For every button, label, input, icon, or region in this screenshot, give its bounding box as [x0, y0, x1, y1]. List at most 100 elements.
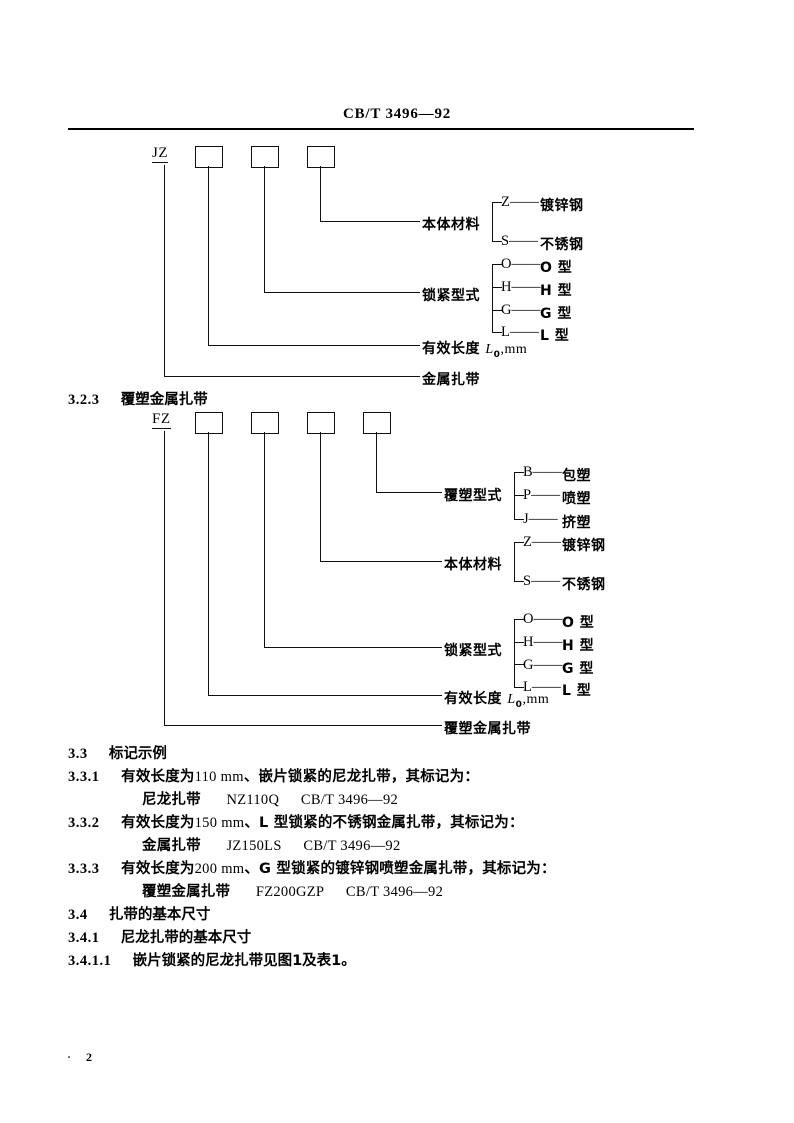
section-341-title: 尼龙扎带的基本尺寸	[120, 930, 252, 946]
section-331-mark-line: 尼龙扎带 NZ110Q CB/T 3496—92	[142, 788, 398, 809]
diagram-fz-branch-2-item-3-text: L 型	[562, 683, 592, 699]
diagram-fz-branch-0-item-1-stem	[514, 495, 524, 496]
leaf-code-text: G	[501, 302, 512, 318]
leaf-code-text: S	[501, 233, 510, 249]
diagram-fz-branch-1-item-0-text: 镀锌钢	[562, 538, 606, 554]
diagram-fz-branch-2-item-1-code: H——	[523, 634, 562, 651]
diagram-jz-leader-0-horizontal	[164, 376, 420, 377]
diagram-jz-plain-branch-0: 有效长度 L0,mm	[422, 338, 527, 360]
diagram-fz-branch-0-item-0-text: 包塑	[562, 468, 591, 484]
diagram-fz-branch-0-item-1-text: 喷塑	[562, 491, 591, 507]
section-333-text-c: 、G 型锁紧的镀锌钢喷塑金属扎带，其标记为：	[244, 861, 556, 877]
diagram-fz-branch-2-bracket	[514, 619, 515, 687]
diagram-jz-branch-1-item-2-code: G——	[501, 302, 540, 319]
diagram-jz-branch-0-item-0-text: 镀锌钢	[540, 198, 584, 214]
diagram-fz-leader-2-horizontal	[264, 647, 442, 648]
section-332-text-c: 、L 型锁紧的不锈钢金属扎带，其标记为：	[244, 815, 524, 831]
leaf-code-text: J	[523, 511, 529, 527]
diagram-fz-branch-2-item-3-stem	[514, 687, 524, 688]
section-333-mark-code: FZ200GZP	[255, 884, 325, 900]
section-333-mark-name: 覆塑金属扎带	[142, 884, 231, 900]
section-333-text-a: 有效长度为	[121, 861, 195, 877]
leaf-dash: ——	[532, 464, 562, 480]
leaf-dash: ——	[531, 534, 561, 550]
leaf-code-text: P	[523, 487, 532, 503]
diagram-jz-branch-1-item-0-stem	[492, 264, 502, 265]
section-333-mark-standard: CB/T 3496—92	[345, 884, 444, 900]
leaf-dash: ——	[511, 279, 541, 295]
section-341-number: 3.4.1	[68, 930, 100, 946]
diagram-jz-branch-0-item-1-text: 不锈钢	[540, 237, 584, 253]
diagram-fz-branch-0-item-0-stem	[514, 472, 524, 473]
diagram-fz-branch-2-item-1-stem	[514, 642, 524, 643]
plain-label-post: ,mm	[522, 692, 550, 707]
diagram-fz-branch-2-item-0-stem	[514, 619, 524, 620]
diagram-jz-leader-1-horizontal	[208, 345, 420, 346]
diagram-jz-branch-1-item-3-stem	[492, 332, 502, 333]
diagram-jz-branch-1-label: 锁紧型式	[422, 288, 480, 304]
diagram-jz-code: JZ	[152, 145, 168, 163]
section-331-mark-standard: CB/T 3496—92	[300, 792, 399, 808]
footer-page-number: 2	[86, 1050, 92, 1064]
diagram-jz-branch-1-item-0-code: O——	[501, 256, 540, 273]
plain-label-symbol: L	[507, 692, 516, 707]
leaf-dash: ——	[531, 487, 561, 503]
diagram-jz-branch-1-item-1-text: H 型	[540, 283, 573, 299]
diagram-jz-branch-1-item-1-code: H——	[501, 279, 540, 296]
diagram-fz-box-2	[251, 412, 279, 434]
section-3411-number: 3.4.1.1	[68, 953, 112, 969]
footer-dot	[68, 1056, 70, 1058]
plain-label-pre: 有效长度	[422, 341, 486, 357]
diagram-jz-branch-0-bracket	[492, 202, 493, 241]
diagram-fz-leader-1-vertical	[208, 432, 209, 695]
diagram-fz-branch-0-item-2-text: 挤塑	[562, 515, 591, 531]
diagram-fz-box-4	[363, 412, 391, 434]
diagram-jz-branch-1-item-3-text: L 型	[540, 328, 570, 344]
page-header-standard-number: CB/T 3496—92	[342, 106, 452, 122]
diagram-fz-branch-0-item-1-code: P——	[523, 487, 560, 504]
diagram-fz-leader-2-vertical	[264, 432, 265, 647]
leaf-code-text: L	[523, 679, 532, 695]
diagram-fz-branch-2-item-2-code: G——	[523, 657, 562, 674]
section-3411-title: 嵌片锁紧的尼龙扎带见图1及表1。	[132, 953, 356, 969]
section-34-heading: 3.4 扎带的基本尺寸	[68, 903, 210, 924]
diagram-fz-plain-branch-0: 有效长度 L0,mm	[444, 688, 549, 710]
diagram-fz-branch-1-item-1-stem	[514, 581, 524, 582]
section-34-title: 扎带的基本尺寸	[108, 907, 211, 923]
plain-label-pre: 金属扎带	[422, 372, 480, 388]
diagram-jz-branch-0-item-0-code: Z——	[501, 194, 539, 211]
section-331-text-c: 、嵌片锁紧的尼龙扎带，其标记为：	[243, 769, 480, 785]
diagram-jz-leader-3-vertical	[320, 166, 321, 221]
leaf-code-text: O	[501, 256, 512, 272]
leaf-dash: ——	[511, 256, 541, 272]
leaf-code-text: B	[523, 464, 533, 480]
section-323-heading: 3.2.3 覆塑金属扎带	[68, 388, 208, 409]
diagram-fz-branch-0-item-0-code: B——	[523, 464, 562, 481]
leaf-code-text: H	[523, 634, 534, 650]
diagram-fz-branch-2-item-2-stem	[514, 664, 524, 665]
diagram-jz-box-2	[251, 146, 279, 168]
section-33-heading: 3.3 标记示例	[68, 742, 167, 763]
diagram-fz-branch-1-item-0-code: Z——	[523, 534, 561, 551]
section-333-paragraph: 3.3.3 有效长度为200 mm、G 型锁紧的镀锌钢喷塑金属扎带，其标记为：	[68, 857, 556, 878]
leaf-code-text: Z	[523, 534, 532, 550]
diagram-fz-code: FZ	[152, 411, 171, 429]
section-332-value: 150 mm	[194, 815, 245, 831]
leaf-dash: ——	[509, 233, 539, 249]
diagram-fz-box-3	[307, 412, 335, 434]
diagram-fz-branch-1-bracket	[514, 542, 515, 581]
diagram-fz-branch-2-item-0-text: O 型	[562, 615, 595, 631]
section-332-mark-name: 金属扎带	[142, 838, 201, 854]
plain-label-pre: 有效长度	[444, 691, 508, 707]
diagram-fz-branch-2-item-3-code: L——	[523, 679, 561, 696]
section-33-number: 3.3	[68, 746, 88, 762]
leaf-code-text: S	[523, 573, 532, 589]
leaf-dash: ——	[511, 302, 541, 318]
section-332-paragraph: 3.3.2 有效长度为150 mm、L 型锁紧的不锈钢金属扎带，其标记为：	[68, 811, 524, 832]
section-323-title: 覆塑金属扎带	[120, 392, 208, 408]
diagram-fz-box-1	[195, 412, 223, 434]
section-331-number: 3.3.1	[68, 769, 100, 785]
section-331-value: 110 mm	[194, 769, 244, 785]
leaf-dash: ——	[531, 573, 561, 589]
